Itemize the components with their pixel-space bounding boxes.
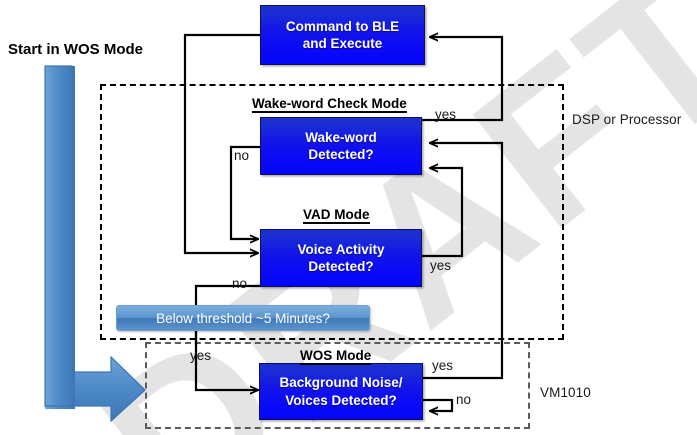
timer-label: Below threshold ~5 Minutes?	[156, 310, 330, 326]
node-wos-line1: Background Noise/	[279, 375, 403, 391]
zone-label-vm1010: VM1010	[540, 385, 591, 400]
edge-label-wakeword-no: no	[234, 148, 250, 163]
mode-title-vad: VAD Mode	[303, 207, 370, 224]
timer-below-threshold[interactable]: Below threshold ~5 Minutes?	[116, 305, 370, 331]
edge-label-vad-yes: yes	[430, 258, 452, 273]
node-command-line2: and Execute	[302, 36, 383, 51]
node-vad-line1: Voice Activity	[297, 241, 385, 257]
edge-label-wos-yes: yes	[432, 358, 454, 373]
node-wakeword-line2: Detected?	[308, 147, 374, 162]
node-voice-activity-detected[interactable]: Voice Activity Detected?	[260, 229, 422, 287]
node-wakeword-line1: Wake-word	[305, 129, 377, 145]
mode-title-wos: WOS Mode	[300, 348, 372, 365]
edge-label-wakeword-yes: yes	[435, 107, 457, 122]
node-vad-line2: Detected?	[308, 259, 374, 274]
page-title: Start in WOS Mode	[8, 41, 143, 58]
edge-label-vad-no: no	[232, 276, 248, 291]
node-background-noise-detected[interactable]: Background Noise/ Voices Detected?	[259, 363, 423, 420]
node-command-line1: Command to BLE	[285, 18, 400, 34]
edge-label-timer-yes: yes	[190, 348, 212, 363]
mode-title-wakeword: Wake-word Check Mode	[252, 96, 407, 113]
node-command-to-ble[interactable]: Command to BLE and Execute	[260, 5, 425, 65]
zone-label-dsp: DSP or Processor	[572, 112, 682, 127]
node-wos-line2: Voices Detected?	[285, 392, 397, 408]
edge-label-wos-no: no	[456, 392, 472, 407]
zone-vm1010	[145, 342, 530, 429]
node-wake-word-detected[interactable]: Wake-word Detected?	[260, 117, 422, 175]
